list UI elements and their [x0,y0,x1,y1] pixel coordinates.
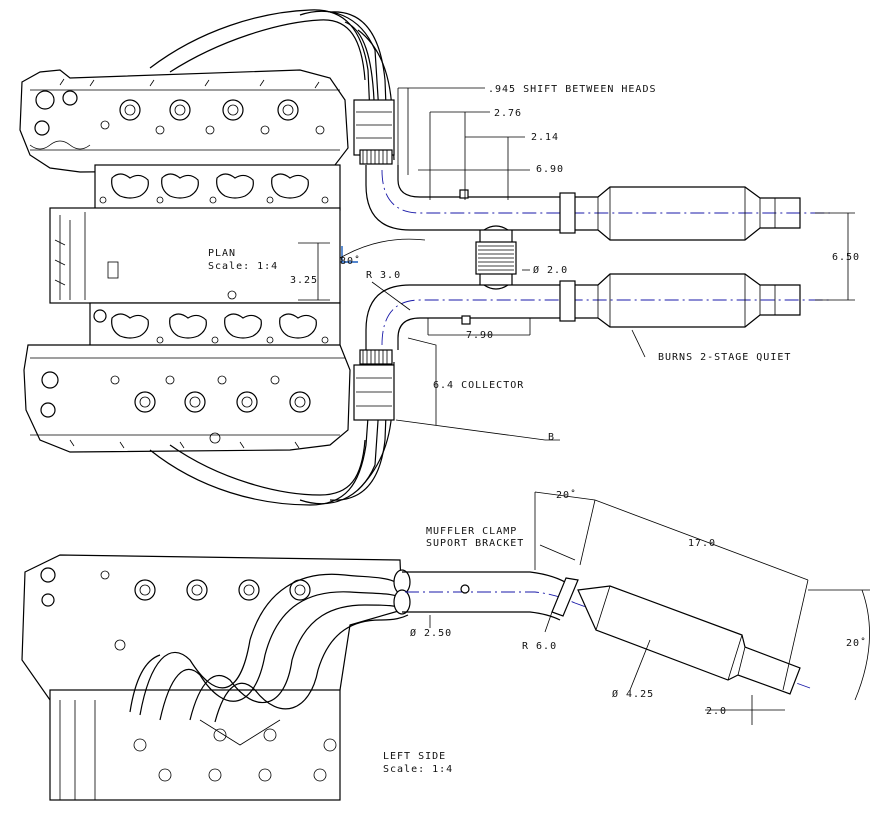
dia-4-25-label: Ø 4.25 [612,689,655,700]
clamp-note-line1: MUFFLER CLAMP [426,526,518,537]
angle-20-top-label: 20˚ [556,490,578,501]
lower-port-face [89,302,341,349]
plan-dimensions [298,87,855,441]
muffler-note-label: BURNS 2-STAGE QUIET [658,352,792,363]
h-pipe-crossover [475,225,517,290]
dia-2-0-label: Ø 2.0 [533,265,569,276]
shift-between-heads-label: .945 SHIFT BETWEEN HEADS [488,84,657,95]
side-engine-head [21,554,403,701]
dim-2-0: 2.0 [706,706,728,717]
side-exhaust-pipe [402,571,811,695]
side-view-title: LEFT SIDE [383,751,447,762]
lower-cylinder-head [23,344,351,453]
lower-muffler [559,273,801,328]
dim-2-76: 2.76 [494,108,523,119]
upper-header-tubes [149,9,395,165]
collector-label: 6.4 COLLECTOR [433,380,525,391]
engine-block-plan [49,207,341,304]
dim-17-0: 17.0 [688,538,717,549]
dim-2-14: 2.14 [531,132,560,143]
plan-view-title: PLAN [208,248,237,259]
radius-3-0-label: R 3.0 [366,270,402,281]
upper-cylinder-head [19,69,349,173]
side-dimensions [429,491,870,725]
angle-20-right-label: 20˚ [846,638,868,649]
dim-6-90: 6.90 [536,164,565,175]
plan-view [19,9,855,506]
dim-6-50: 6.50 [832,252,861,263]
clamp-note-line2: SUPORT BRACKET [426,538,525,549]
upper-port-face [94,164,341,217]
side-header-tubes [129,569,411,723]
lower-header-tubes [149,349,395,506]
upper-muffler [559,186,801,241]
dim-7-90: 7.90 [466,330,495,341]
angle-80-label: 80˚ [340,256,362,267]
radius-6-0-label: R 6.0 [522,641,558,652]
plan-view-scale: Scale: 1:4 [208,261,279,272]
side-view [21,491,870,801]
dim-3-25: 3.25 [290,275,319,286]
collector-pipes [365,165,830,350]
side-view-scale: Scale: 1:4 [383,764,454,775]
dia-2-50-label: Ø 2.50 [410,628,453,639]
section-b-label: B [548,432,556,443]
